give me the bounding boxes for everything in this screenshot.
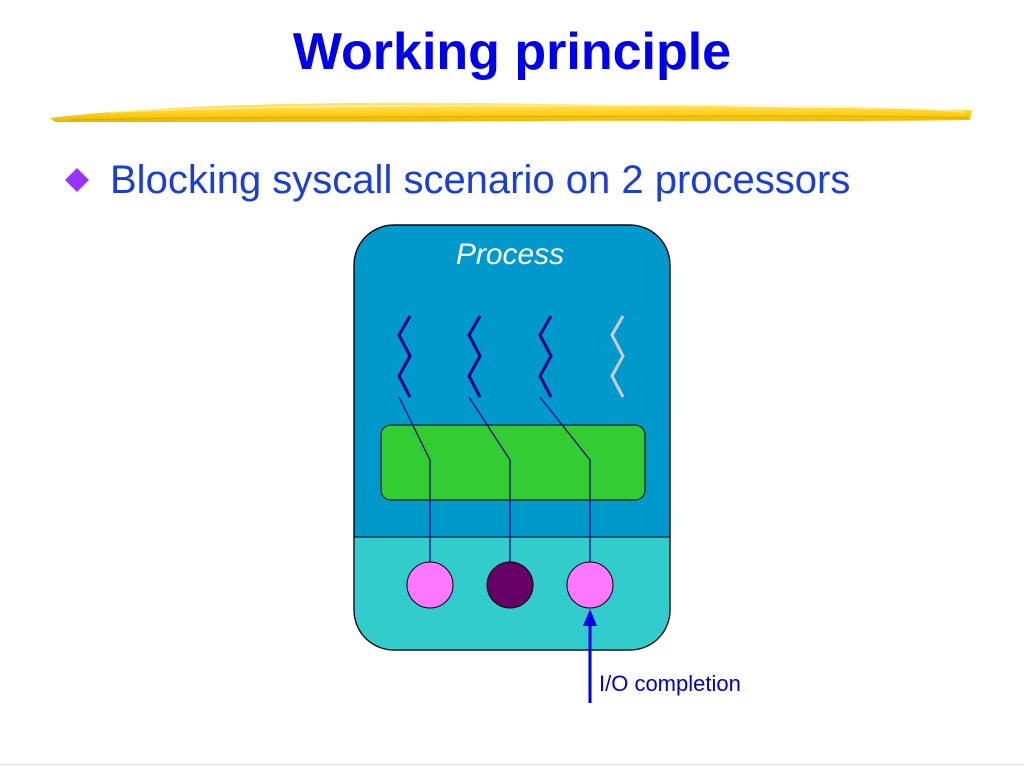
slide-title: Working principle — [292, 23, 732, 81]
thread-1 — [397, 315, 412, 398]
processor-2 — [486, 561, 534, 609]
diamond-bullet-icon — [65, 168, 89, 192]
bullet-item: Blocking syscall scenario on 2 processor… — [64, 150, 850, 210]
thread-2 — [467, 315, 482, 398]
connection-1 — [398, 396, 431, 563]
process-label: Process — [456, 238, 564, 271]
io-completion-arrow — [583, 609, 597, 703]
thread-3 — [538, 315, 553, 398]
title-underline — [50, 102, 972, 122]
processor-3 — [566, 561, 614, 609]
thread-4 — [610, 315, 625, 398]
thread-connections — [398, 396, 591, 563]
bullet-text: Blocking syscall scenario on 2 processor… — [110, 158, 851, 202]
connection-3 — [539, 396, 591, 563]
scheduler-box — [380, 424, 646, 501]
connection-2 — [468, 396, 511, 563]
io-completion-label: I/O completion — [599, 671, 741, 696]
processor-1 — [406, 561, 454, 609]
footer-divider — [0, 764, 1024, 765]
